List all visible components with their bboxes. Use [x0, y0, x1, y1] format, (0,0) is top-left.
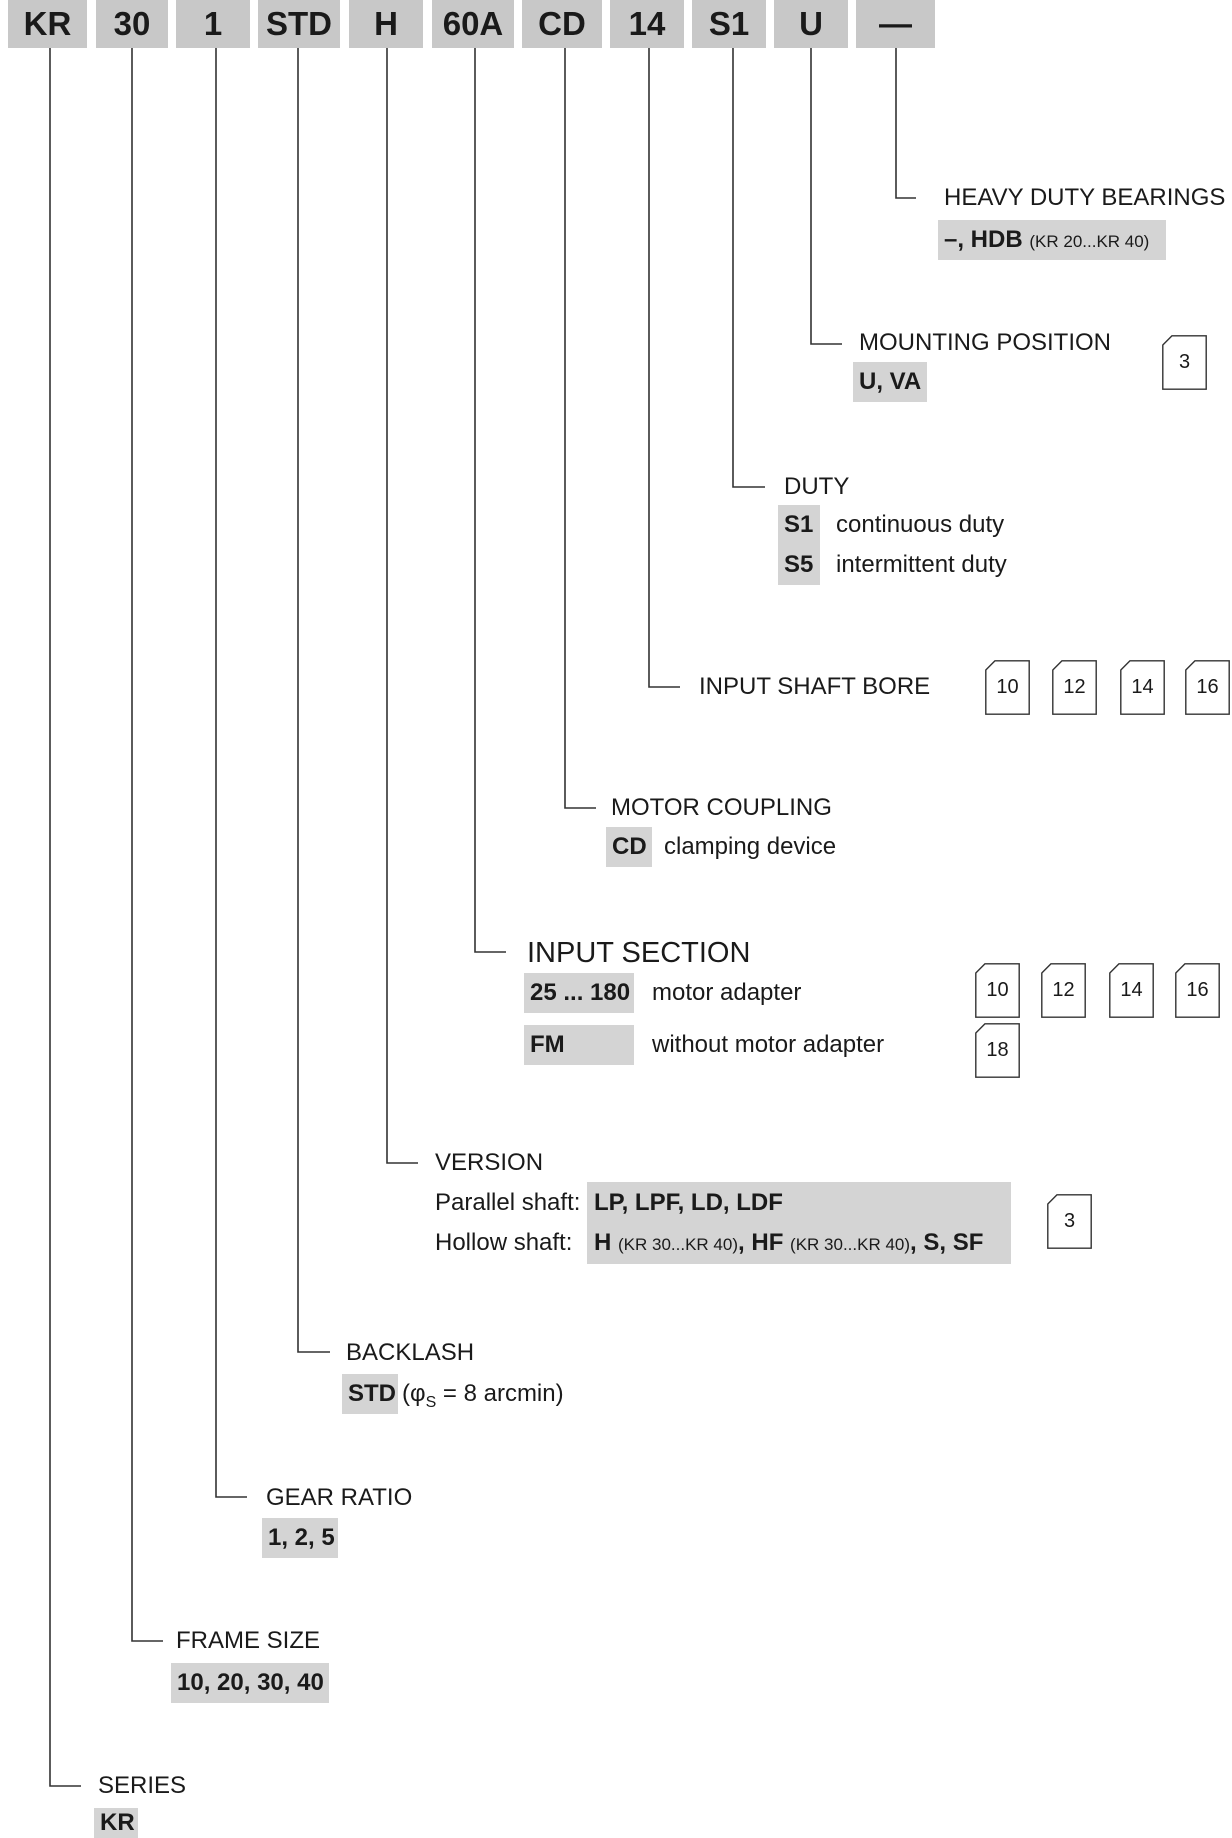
- mounting-page-ref: 3: [1162, 335, 1207, 390]
- code-1: 1: [176, 0, 250, 48]
- input-section-page-number: 10: [986, 979, 1009, 1001]
- input-section-code-adapter: 25 ... 180: [524, 973, 634, 1013]
- input-section-code-fm: FM: [524, 1025, 634, 1065]
- input-section-label-adapter: motor adapter: [652, 979, 802, 1006]
- version-sep: ,: [910, 1229, 917, 1256]
- code-kr: KR: [8, 0, 87, 48]
- series-title: SERIES: [98, 1772, 187, 1799]
- duty-code-s5: S5: [778, 545, 820, 585]
- code-std: STD: [258, 0, 340, 48]
- code-60a: 60A: [432, 0, 514, 48]
- series-values: KR: [94, 1808, 138, 1838]
- heavy-duty-note: (KR 20...KR 40): [1029, 232, 1150, 251]
- heavy-duty-codes: –, HDB: [944, 226, 1023, 253]
- bore-page-number: 12: [1063, 676, 1086, 698]
- bore-page-ref-16: 16: [1185, 660, 1230, 715]
- backlash-title: BACKLASH: [346, 1339, 475, 1366]
- mounting-values: U, VA: [853, 362, 927, 402]
- input-section-title: INPUT SECTION: [527, 937, 751, 969]
- version-title: VERSION: [435, 1149, 544, 1176]
- input-section-page-ref-10: 10: [975, 963, 1020, 1018]
- duty-label-s5: intermittent duty: [836, 551, 1007, 578]
- backlash-note-suffix: = 8 arcmin): [436, 1380, 564, 1407]
- input-section-page-ref-18: 18: [975, 1023, 1020, 1078]
- version-hollow-hf-note: (KR 30...KR 40): [790, 1235, 911, 1254]
- backlash-note: (φS = 8 arcmin): [402, 1380, 564, 1417]
- duty-title: DUTY: [784, 473, 850, 500]
- version-highlight-bg: [587, 1182, 1011, 1264]
- bore-page-number: 14: [1131, 676, 1154, 698]
- frame-size-values: 10, 20, 30, 40: [171, 1663, 329, 1703]
- backlash-note-prefix: (φ: [402, 1380, 426, 1407]
- version-page-number: 3: [1063, 1210, 1076, 1232]
- bore-page-number: 10: [996, 676, 1019, 698]
- gear-ratio-title: GEAR RATIO: [266, 1484, 413, 1511]
- version-hollow-hf: HF: [751, 1229, 784, 1256]
- version-hollow-values: H (KR 30...KR 40), HF (KR 30...KR 40), S…: [594, 1229, 983, 1259]
- bore-page-number: 16: [1196, 676, 1219, 698]
- input-section-page-number: 18: [986, 1039, 1009, 1061]
- version-hollow-label: Hollow shaft:: [435, 1229, 573, 1256]
- motor-coupling-code: CD: [606, 827, 652, 867]
- gear-ratio-values: 1, 2, 5: [262, 1518, 338, 1558]
- code-h: H: [349, 0, 423, 48]
- input-section-page-ref-16: 16: [1175, 963, 1220, 1018]
- code-u: U: [774, 0, 848, 48]
- motor-coupling-label: clamping device: [664, 833, 837, 860]
- mounting-title: MOUNTING POSITION: [859, 329, 1111, 356]
- bore-page-ref-14: 14: [1120, 660, 1165, 715]
- input-shaft-bore-title: INPUT SHAFT BORE: [699, 673, 931, 700]
- version-parallel-values: LP, LPF, LD, LDF: [594, 1189, 783, 1216]
- input-section-page-ref-12: 12: [1041, 963, 1086, 1018]
- code-cd: CD: [522, 0, 602, 48]
- backlash-code: STD: [342, 1374, 398, 1414]
- version-hollow-h-note: (KR 30...KR 40): [618, 1235, 739, 1254]
- input-section-page-number: 14: [1120, 979, 1143, 1001]
- backlash-note-sub: S: [425, 1393, 437, 1411]
- heavy-duty-title: HEAVY DUTY BEARINGS: [944, 184, 1226, 211]
- version-sep: ,: [738, 1229, 745, 1256]
- duty-label-s1: continuous duty: [836, 511, 1005, 538]
- input-section-page-number: 12: [1052, 979, 1075, 1001]
- input-section-page-ref-14: 14: [1109, 963, 1154, 1018]
- input-section-page-number: 16: [1186, 979, 1209, 1001]
- code-dash: —: [856, 0, 935, 48]
- duty-code-s1: S1: [778, 505, 820, 545]
- code-s1: S1: [692, 0, 766, 48]
- code-14: 14: [610, 0, 684, 48]
- version-hollow-h: H: [594, 1229, 612, 1256]
- bore-page-ref-10: 10: [985, 660, 1030, 715]
- code-30: 30: [96, 0, 168, 48]
- version-hollow-rest: S, SF: [923, 1229, 984, 1256]
- bore-page-ref-12: 12: [1052, 660, 1097, 715]
- mounting-page-number: 3: [1178, 351, 1191, 373]
- heavy-duty-values: –, HDB (KR 20...KR 40): [938, 220, 1166, 260]
- frame-size-title: FRAME SIZE: [176, 1627, 321, 1654]
- motor-coupling-title: MOTOR COUPLING: [611, 794, 832, 821]
- version-page-ref: 3: [1047, 1194, 1092, 1249]
- input-section-label-fm: without motor adapter: [652, 1031, 885, 1058]
- version-parallel-label: Parallel shaft:: [435, 1189, 581, 1216]
